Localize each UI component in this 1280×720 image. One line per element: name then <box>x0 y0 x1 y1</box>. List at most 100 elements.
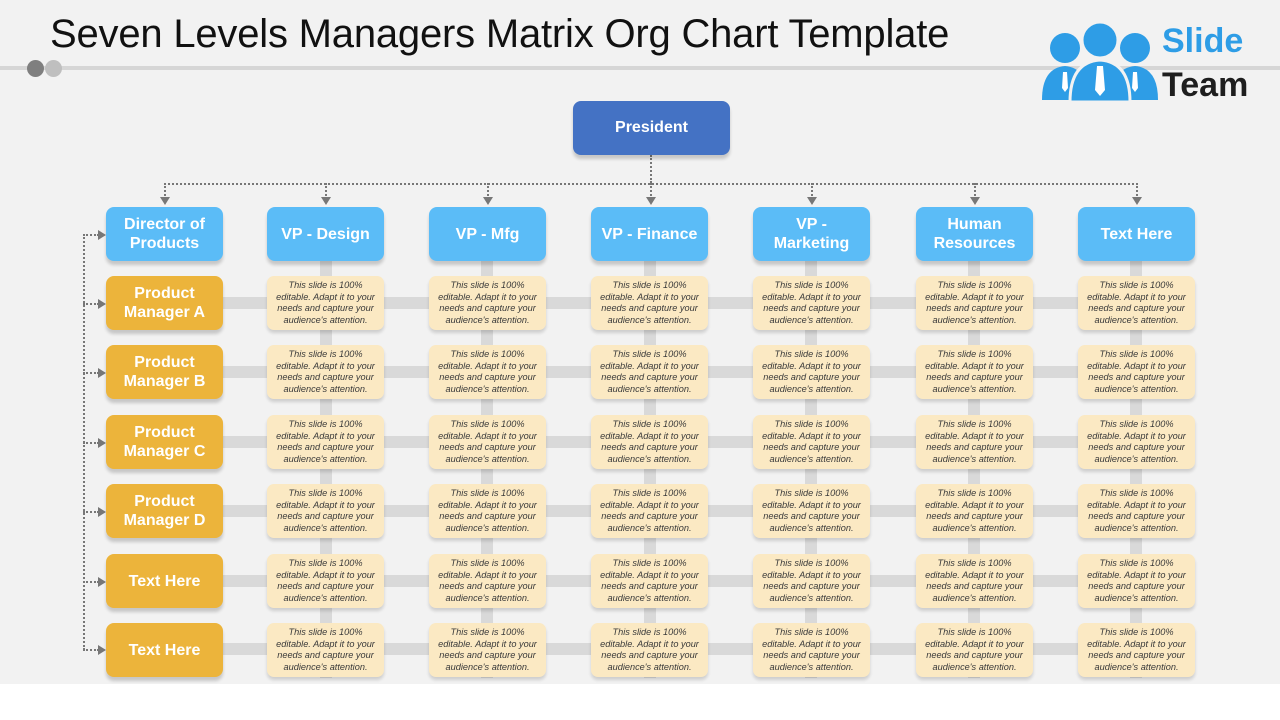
matrix-cell[interactable]: This slide is 100% editable. Adapt it to… <box>591 623 708 677</box>
node-human-resources[interactable]: Human Resources <box>916 207 1033 261</box>
cell-text: This slide is 100% editable. Adapt it to… <box>762 280 861 325</box>
matrix-cell[interactable]: This slide is 100% editable. Adapt it to… <box>916 623 1033 677</box>
arrow-down-icon <box>970 197 980 205</box>
connector-drop <box>487 183 489 199</box>
cell-text: This slide is 100% editable. Adapt it to… <box>276 627 375 672</box>
node-row-text-here-1[interactable]: Text Here <box>106 554 223 608</box>
node-product-manager-d[interactable]: Product Manager D <box>106 484 223 538</box>
cell-text: This slide is 100% editable. Adapt it to… <box>438 488 537 533</box>
matrix-cell[interactable]: This slide is 100% editable. Adapt it to… <box>267 554 384 608</box>
slide-canvas: Seven Levels Managers Matrix Org Chart T… <box>0 0 1280 684</box>
cell-text: This slide is 100% editable. Adapt it to… <box>925 488 1024 533</box>
page-title: Seven Levels Managers Matrix Org Chart T… <box>50 12 950 56</box>
node-product-manager-c[interactable]: Product Manager C <box>106 415 223 469</box>
matrix-cell[interactable]: This slide is 100% editable. Adapt it to… <box>1078 276 1195 330</box>
arrow-right-icon <box>98 645 106 655</box>
matrix-cell[interactable]: This slide is 100% editable. Adapt it to… <box>429 276 546 330</box>
connector-left-tick <box>83 442 99 444</box>
decorative-dot-dark <box>27 60 44 77</box>
matrix-cell[interactable]: This slide is 100% editable. Adapt it to… <box>591 484 708 538</box>
cell-text: This slide is 100% editable. Adapt it to… <box>600 349 699 394</box>
node-label: Product Manager A <box>123 285 206 321</box>
matrix-cell[interactable]: This slide is 100% editable. Adapt it to… <box>591 554 708 608</box>
matrix-cell[interactable]: This slide is 100% editable. Adapt it to… <box>753 623 870 677</box>
cell-text: This slide is 100% editable. Adapt it to… <box>600 488 699 533</box>
node-product-manager-b[interactable]: Product Manager B <box>106 345 223 399</box>
node-label: VP - Design <box>281 225 370 243</box>
matrix-cell[interactable]: This slide is 100% editable. Adapt it to… <box>1078 415 1195 469</box>
matrix-cell[interactable]: This slide is 100% editable. Adapt it to… <box>1078 623 1195 677</box>
matrix-cell[interactable]: This slide is 100% editable. Adapt it to… <box>429 554 546 608</box>
arrow-down-icon <box>646 197 656 205</box>
matrix-cell[interactable]: This slide is 100% editable. Adapt it to… <box>916 484 1033 538</box>
connector-drop <box>325 183 327 199</box>
node-product-manager-a[interactable]: Product Manager A <box>106 276 223 330</box>
matrix-cell[interactable]: This slide is 100% editable. Adapt it to… <box>916 554 1033 608</box>
cell-text: This slide is 100% editable. Adapt it to… <box>925 627 1024 672</box>
arrow-right-icon <box>98 507 106 517</box>
matrix-cell[interactable]: This slide is 100% editable. Adapt it to… <box>267 345 384 399</box>
cell-text: This slide is 100% editable. Adapt it to… <box>276 488 375 533</box>
connector-president-down <box>650 155 652 183</box>
node-label: Product Manager C <box>123 424 206 460</box>
connector-left-tick <box>83 372 99 374</box>
cell-text: This slide is 100% editable. Adapt it to… <box>600 627 699 672</box>
node-vp-mfg[interactable]: VP - Mfg <box>429 207 546 261</box>
cell-text: This slide is 100% editable. Adapt it to… <box>1087 349 1186 394</box>
node-label: Text Here <box>128 572 201 590</box>
matrix-cell[interactable]: This slide is 100% editable. Adapt it to… <box>753 554 870 608</box>
matrix-cell[interactable]: This slide is 100% editable. Adapt it to… <box>753 484 870 538</box>
connector-left-tick <box>83 511 99 513</box>
cell-text: This slide is 100% editable. Adapt it to… <box>1087 558 1186 603</box>
cell-text: This slide is 100% editable. Adapt it to… <box>438 627 537 672</box>
decorative-dot-light <box>45 60 62 77</box>
matrix-cell[interactable]: This slide is 100% editable. Adapt it to… <box>267 484 384 538</box>
node-vp-finance[interactable]: VP - Finance <box>591 207 708 261</box>
matrix-cell[interactable]: This slide is 100% editable. Adapt it to… <box>1078 484 1195 538</box>
node-row-text-here-2[interactable]: Text Here <box>106 623 223 677</box>
matrix-cell[interactable]: This slide is 100% editable. Adapt it to… <box>429 484 546 538</box>
people-group-icon <box>1042 20 1158 104</box>
node-vp-design[interactable]: VP - Design <box>267 207 384 261</box>
cell-text: This slide is 100% editable. Adapt it to… <box>438 558 537 603</box>
matrix-cell[interactable]: This slide is 100% editable. Adapt it to… <box>591 415 708 469</box>
matrix-cell[interactable]: This slide is 100% editable. Adapt it to… <box>591 276 708 330</box>
cell-text: This slide is 100% editable. Adapt it to… <box>438 419 537 464</box>
matrix-cell[interactable]: This slide is 100% editable. Adapt it to… <box>916 345 1033 399</box>
cell-text: This slide is 100% editable. Adapt it to… <box>600 280 699 325</box>
matrix-cell[interactable]: This slide is 100% editable. Adapt it to… <box>267 623 384 677</box>
matrix-cell[interactable]: This slide is 100% editable. Adapt it to… <box>429 415 546 469</box>
arrow-right-icon <box>98 230 106 240</box>
connector-drop <box>1136 183 1138 199</box>
matrix-cell[interactable]: This slide is 100% editable. Adapt it to… <box>753 276 870 330</box>
cell-text: This slide is 100% editable. Adapt it to… <box>762 627 861 672</box>
slideteam-logo: Slide Team <box>1040 20 1270 104</box>
node-president[interactable]: President <box>573 101 730 155</box>
matrix-cell[interactable]: This slide is 100% editable. Adapt it to… <box>1078 554 1195 608</box>
matrix-cell[interactable]: This slide is 100% editable. Adapt it to… <box>916 415 1033 469</box>
matrix-cell[interactable]: This slide is 100% editable. Adapt it to… <box>429 623 546 677</box>
logo-text-slide: Slide <box>1162 22 1244 60</box>
node-label: VP - Finance <box>601 225 698 243</box>
cell-text: This slide is 100% editable. Adapt it to… <box>1087 419 1186 464</box>
node-director-of-products[interactable]: Director of Products <box>106 207 223 261</box>
connector-drop <box>811 183 813 199</box>
matrix-cell[interactable]: This slide is 100% editable. Adapt it to… <box>916 276 1033 330</box>
matrix-cell[interactable]: This slide is 100% editable. Adapt it to… <box>753 345 870 399</box>
matrix-cell[interactable]: This slide is 100% editable. Adapt it to… <box>591 345 708 399</box>
bottom-margin <box>0 684 1280 720</box>
matrix-cell[interactable]: This slide is 100% editable. Adapt it to… <box>267 415 384 469</box>
connector-drop <box>164 183 166 199</box>
matrix-cell[interactable]: This slide is 100% editable. Adapt it to… <box>1078 345 1195 399</box>
matrix-cell[interactable]: This slide is 100% editable. Adapt it to… <box>753 415 870 469</box>
connector-left-tick <box>83 649 99 651</box>
node-label: President <box>615 119 688 136</box>
node-column-text-here[interactable]: Text Here <box>1078 207 1195 261</box>
matrix-cell[interactable]: This slide is 100% editable. Adapt it to… <box>267 276 384 330</box>
matrix-cell[interactable]: This slide is 100% editable. Adapt it to… <box>429 345 546 399</box>
node-vp-marketing[interactable]: VP - Marketing <box>753 207 870 261</box>
arrow-right-icon <box>98 368 106 378</box>
cell-text: This slide is 100% editable. Adapt it to… <box>1087 280 1186 325</box>
cell-text: This slide is 100% editable. Adapt it to… <box>438 280 537 325</box>
arrow-right-icon <box>98 438 106 448</box>
